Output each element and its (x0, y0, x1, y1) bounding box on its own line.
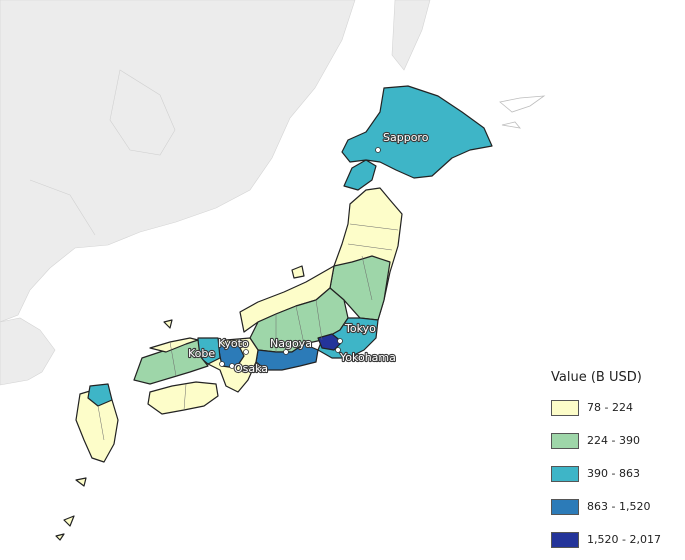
city-label-nagoya: Nagoya (270, 337, 312, 350)
region-shikoku (147, 381, 219, 415)
region-southern-islands (55, 477, 87, 541)
city-marker-osaka (229, 363, 235, 369)
japan-regions (55, 85, 493, 541)
city-label-sapporo: Sapporo (383, 131, 429, 144)
city-marker-yokohama (335, 347, 341, 353)
legend-item-2: 224 - 390 (551, 428, 681, 453)
city-labels: Sapporo Tokyo Yokohama Nagoya Kyoto Kobe… (187, 130, 430, 376)
city-marker-nagoya (283, 349, 289, 355)
prefecture-borders (97, 223, 399, 441)
legend-swatch-3 (551, 465, 579, 482)
region-oki (163, 319, 173, 329)
city-marker-kyoto (243, 349, 249, 355)
legend-item-4: 863 - 1,520 (551, 494, 681, 519)
city-markers (219, 147, 381, 369)
legend-label-4: 863 - 1,520 (587, 500, 651, 513)
city-marker-tokyo (337, 338, 343, 344)
region-fukuoka (87, 383, 113, 407)
legend-swatch-5 (551, 531, 579, 548)
background-landmass (0, 0, 546, 386)
city-label-tokyo: Tokyo (344, 322, 376, 335)
map-legend: Value (B USD) 78 - 224 224 - 390 390 - 8… (551, 370, 681, 560)
city-label-kobe: Kobe (188, 347, 215, 360)
legend-label-3: 390 - 863 (587, 467, 640, 480)
legend-title: Value (B USD) (551, 370, 642, 385)
region-hokkaido (341, 85, 493, 191)
legend-swatch-1 (551, 399, 579, 416)
city-label-kyoto: Kyoto (218, 337, 249, 350)
city-label-osaka: Osaka (234, 362, 268, 375)
legend-label-1: 78 - 224 (587, 401, 633, 414)
japan-choropleth-map: Sapporo Tokyo Yokohama Nagoya Kyoto Kobe… (0, 0, 546, 541)
legend-swatch-4 (551, 498, 579, 515)
city-marker-sapporo (375, 147, 381, 153)
city-label-yokohama: Yokohama (339, 351, 396, 364)
legend-label-5: 1,520 - 2,017 (587, 533, 661, 546)
legend-item-3: 390 - 863 (551, 461, 681, 486)
legend-label-2: 224 - 390 (587, 434, 640, 447)
region-tokyo (317, 333, 343, 351)
city-marker-kobe (219, 361, 225, 367)
legend-swatch-2 (551, 432, 579, 449)
legend-item-5: 1,520 - 2,017 (551, 527, 681, 552)
legend-item-1: 78 - 224 (551, 395, 681, 420)
region-sado (291, 265, 305, 279)
